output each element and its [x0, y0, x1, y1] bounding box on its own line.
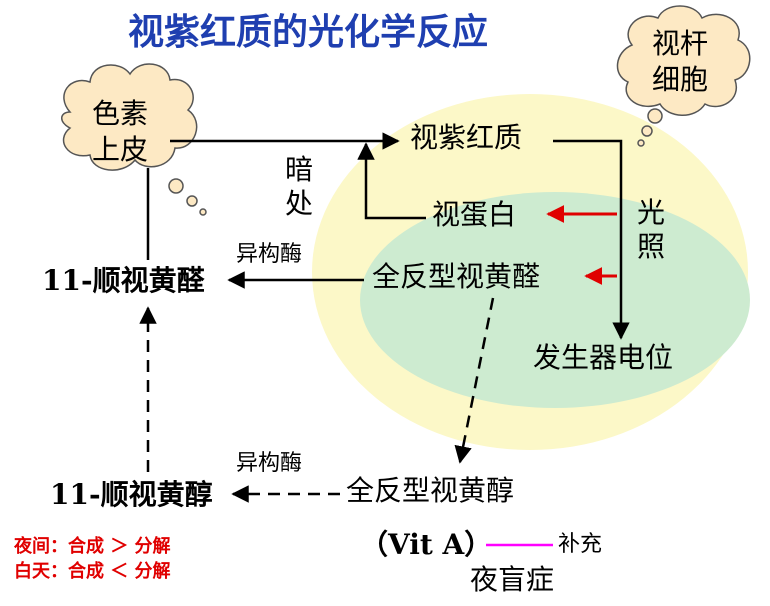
node-all-trans-retinol: 全反型视黄醇 [346, 474, 515, 507]
node-opsin: 视蛋白 [432, 198, 517, 231]
edge-label-light-1: 光 [637, 196, 666, 229]
arrow-rhodopsin-to-potential [553, 139, 630, 340]
edge-label-dark-1: 暗 [285, 153, 314, 186]
night-note: 夜间：合成 ＞ 分解 [14, 536, 171, 557]
node-cis-retinol: 11-顺视黄醇 [50, 478, 213, 511]
rod-cell-label-1: 视杆 [652, 27, 709, 60]
edge-label-light-2: 照 [637, 230, 666, 263]
rod-cell-cloud [616, 5, 751, 147]
inner-region-ellipse [360, 192, 750, 408]
rod-cell-label-2: 细胞 [652, 63, 709, 96]
dashed-arrow-retinal-to-retinol [454, 297, 495, 464]
diagram-title: 视紫红质的光化学反应 [128, 12, 489, 53]
vitamin-a-label: （Vit A） [360, 528, 493, 561]
pigment-epithelium-label-1: 色素 [92, 97, 149, 130]
edge-label-isomerase-upper: 异构酶 [236, 242, 303, 267]
edge-label-isomerase-lower: 异构酶 [236, 451, 303, 476]
pigment-epithelium-label-2: 上皮 [92, 133, 149, 166]
node-rhodopsin: 视紫红质 [410, 121, 523, 154]
arrow-opsin-to-rhodopsin [357, 142, 426, 220]
night-blindness-label: 夜盲症 [470, 563, 555, 596]
edge-label-dark-2: 处 [285, 187, 314, 220]
node-all-trans-retinal: 全反型视黄醛 [372, 260, 541, 293]
day-note: 白天：合成 ＜ 分解 [14, 561, 171, 582]
node-cis-retinal: 11-顺视黄醛 [42, 264, 205, 297]
pigment-epithelium-cloud [61, 63, 207, 216]
supplement-label: 补充 [558, 532, 603, 557]
node-generator-potential: 发生器电位 [533, 341, 674, 374]
